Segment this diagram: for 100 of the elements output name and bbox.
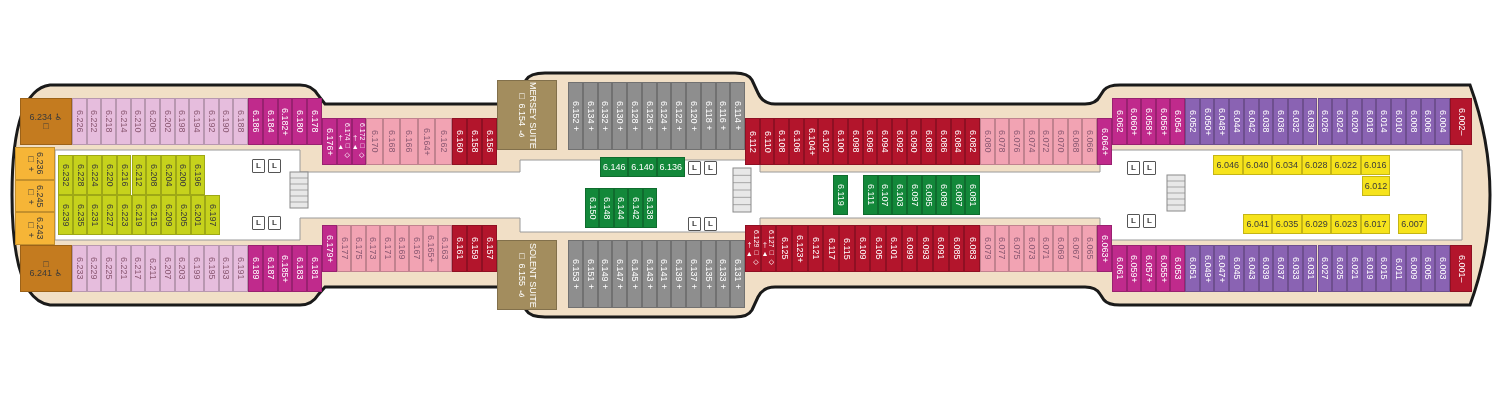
cabin-number: 6.012 [1364, 181, 1388, 191]
cabin [1391, 98, 1406, 145]
cabin [292, 245, 308, 292]
lift-box [704, 217, 717, 231]
cabin-number: 6.115 [842, 237, 852, 260]
cabin-number: 6.140 [631, 162, 654, 172]
cabin-number: 6.125 [779, 237, 789, 260]
cabin-number: 6.133 + [718, 258, 728, 290]
cabin-number: 6.175 [354, 237, 364, 260]
cabin-number: 6.195 [206, 257, 216, 280]
cabin [116, 245, 131, 292]
cabin-number: 6.063+ [1100, 234, 1109, 263]
cabin [730, 82, 745, 150]
cabin [936, 175, 951, 215]
cabin [1097, 118, 1112, 165]
cabin-number: 6.234 ♿ [29, 112, 63, 122]
cabin-number: □ [43, 121, 49, 131]
cabin [1009, 225, 1024, 272]
cabin-number: 6.055+ [1158, 254, 1168, 283]
cabin-number: 6.075 [1012, 237, 1022, 260]
cabin [833, 118, 848, 165]
cabin [839, 225, 855, 272]
cabin [1376, 98, 1392, 145]
lift-label: L [272, 162, 277, 170]
cabin-number: 6.161 [455, 237, 464, 260]
cabin-number: 6.124 + [659, 100, 669, 132]
cabin [671, 240, 686, 308]
lift-box [252, 216, 265, 230]
cabin [15, 179, 55, 213]
cabin-number: 6.033 [1290, 257, 1300, 280]
cabin-number: 6.215 [149, 203, 159, 227]
cabin-number: 6.227 [105, 203, 115, 227]
cabin-number: 6.042 [1246, 110, 1256, 133]
cabin-number: 6.224 [90, 163, 100, 187]
cabin [612, 240, 627, 308]
cabin-number: 6.031 [1305, 257, 1315, 280]
cabin [1331, 214, 1361, 234]
cabin-number: 6.092 [894, 130, 904, 153]
cabin [568, 240, 583, 308]
cabin [146, 195, 162, 235]
cabin-number: 6.144 [616, 196, 626, 220]
cabin-number: 6.177 [339, 237, 349, 260]
cabin [337, 118, 352, 165]
cabin-number: 6.141 + [659, 258, 669, 290]
cabin-number: 6.028 [1305, 160, 1328, 170]
cabin-number: 6.088 [924, 130, 934, 153]
cabin [482, 118, 497, 165]
cabin [1435, 98, 1450, 145]
cabin-number: 6.018 [1364, 110, 1374, 133]
cabin-number: 6.180 [295, 110, 305, 133]
cabin [892, 175, 907, 215]
cabin-number: 6.135 + [703, 258, 713, 290]
cabin [101, 245, 116, 292]
cabin-number: 6.194 [192, 110, 202, 133]
cabin-number: 6.093 [920, 237, 930, 260]
cabin [585, 188, 600, 228]
cabin [965, 118, 980, 165]
cabin-number: 6.152 + [570, 100, 580, 132]
cabin [160, 245, 175, 292]
cabin [964, 225, 980, 272]
cabin [1332, 98, 1347, 145]
cabin [366, 118, 384, 165]
cabin-number: 6.122 + [674, 100, 684, 132]
cabin [599, 188, 614, 228]
cabin-number: 6.041 [1246, 219, 1269, 229]
cabin-number: 6.038 [1261, 110, 1271, 133]
lift-label: L [1131, 164, 1136, 172]
cabin-number: 6.027 [1320, 257, 1330, 280]
cabin-number: 6.047+ [1217, 254, 1227, 283]
cabin [1229, 245, 1244, 292]
cabin [205, 195, 220, 235]
cabin-number: 6.094 [880, 130, 890, 153]
cabin-number: 6.116 + [718, 101, 728, 131]
cabin-number: 6.065 [1085, 237, 1095, 260]
cabin-number: 6.035 [1275, 219, 1299, 229]
cabin [671, 82, 686, 150]
cabin [72, 245, 87, 292]
cabin-number: 6.145 + [629, 258, 639, 290]
cabin-number: 6.171 [382, 237, 392, 260]
cabin-number: 6.105 [873, 237, 883, 260]
lift-box [688, 161, 701, 175]
cabin [745, 118, 760, 165]
cabin-number: 6.121 [811, 237, 820, 260]
lift-label: L [272, 219, 277, 227]
cabin [1229, 98, 1244, 145]
cabin-number: 6.118 + [703, 101, 713, 131]
cabin-number: 6.166 [404, 130, 414, 153]
cabin [886, 225, 902, 272]
cabin-number: 6.068 [1070, 130, 1080, 153]
cabin-number: 6.220 [104, 163, 114, 187]
cabin [145, 245, 160, 292]
cabin [627, 82, 642, 150]
cabin-number: 6.226 [74, 110, 84, 133]
cabin [627, 240, 642, 308]
cabin-number: 6.214 [118, 110, 128, 133]
cabin [204, 98, 219, 145]
cabin [1376, 245, 1392, 292]
cabin-number: 6.198 [177, 110, 187, 133]
cabin-number: 6.051 [1187, 257, 1197, 280]
cabin-number: 6.149 + [600, 258, 610, 290]
